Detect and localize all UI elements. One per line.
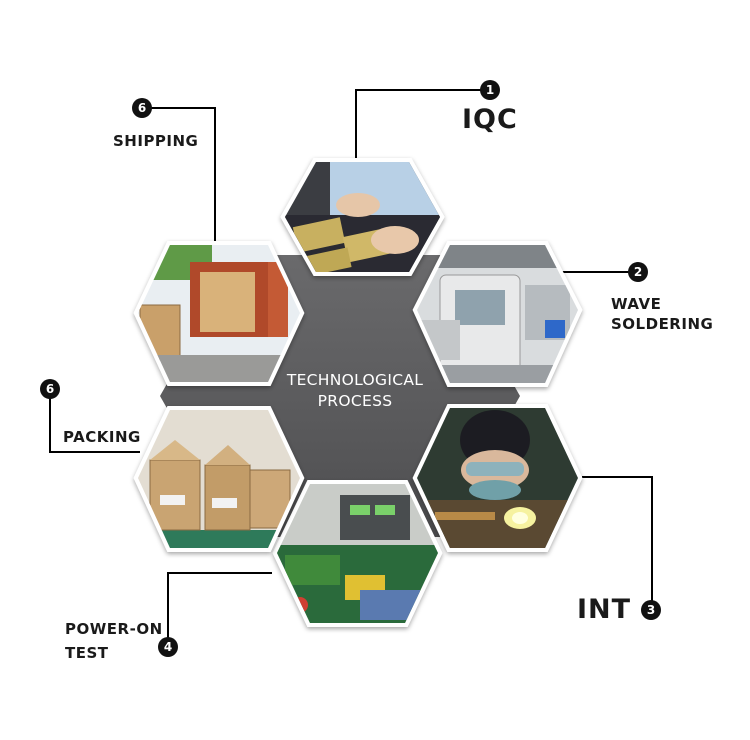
center-title-line2: PROCESS — [317, 392, 393, 410]
photo-iqc — [280, 158, 445, 276]
photo-wave-soldering — [412, 241, 583, 387]
center-title-line1: TECHNOLOGICAL — [286, 371, 424, 389]
step-4-badge: 4 — [158, 637, 178, 657]
step-2-label-line1: WAVE — [611, 295, 662, 313]
step-2-label-line2: SOLDERING — [611, 315, 714, 333]
connector-4 — [167, 572, 272, 647]
connector-3 — [582, 476, 653, 608]
step-2-badge: 2 — [628, 262, 648, 282]
photo-shipping — [133, 241, 305, 386]
step-packing-badge: 6 — [40, 379, 60, 399]
step-2-label: WAVE SOLDERING — [611, 294, 713, 334]
step-3-label: INT — [577, 594, 632, 625]
step-1-label: IQC — [462, 104, 518, 135]
step-1-badge: 1 — [480, 80, 500, 100]
step-4-label-line1: POWER-ON — [65, 620, 163, 638]
step-3-badge: 3 — [641, 600, 661, 620]
step-4-label: POWER-ON TEST — [65, 617, 163, 665]
photo-packing — [133, 406, 305, 552]
step-shipping-badge: 6 — [132, 98, 152, 118]
connector-5 — [49, 389, 140, 453]
step-4-label-line2: TEST — [65, 644, 109, 662]
connector-6 — [142, 107, 216, 244]
connector-lines — [49, 89, 653, 647]
photo-int — [412, 404, 583, 552]
step-shipping-label: SHIPPING — [113, 132, 199, 150]
step-packing-label: PACKING — [63, 428, 141, 446]
connector-1 — [355, 89, 490, 160]
photo-power-on-test — [272, 480, 443, 627]
center-title: TECHNOLOGICAL PROCESS — [255, 370, 455, 412]
